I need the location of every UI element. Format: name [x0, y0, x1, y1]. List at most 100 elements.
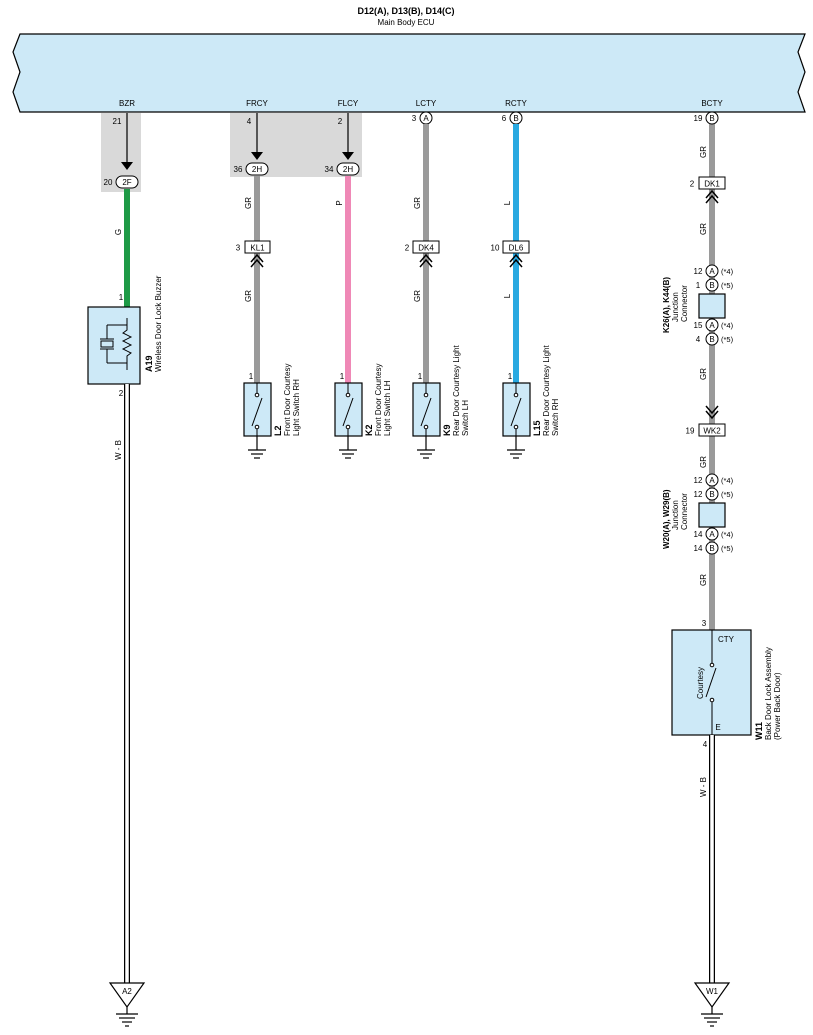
- ecu-connector-label: D12(A), D13(B), D14(C): [357, 6, 454, 16]
- jc-w20-letter: B: [709, 544, 714, 553]
- buzzer-code: A19: [144, 355, 154, 372]
- arrow-down-icon: [121, 162, 133, 170]
- jc-w20-pin-circle: [705, 487, 719, 501]
- ground-a2-icon: [116, 1007, 138, 1027]
- jc-w20-box: [698, 502, 726, 528]
- ground-triangle-a2: [108, 982, 146, 1009]
- wire-label-g: G: [114, 229, 123, 235]
- ground-w1-label: W1: [706, 987, 719, 996]
- jc-k26-pin: 4: [696, 335, 701, 344]
- switch-k2-line1: Front Door Courtesy: [374, 364, 383, 436]
- jc-k26-note: (*5): [721, 281, 734, 290]
- wire-label-bcty-2: GR: [699, 223, 708, 235]
- junction-2h-oval-b: [336, 162, 360, 176]
- jc-w20-pin: 14: [694, 530, 703, 539]
- wire-label-frcy-upper: GR: [244, 197, 253, 209]
- wire-label-wb-left: W - B: [114, 440, 123, 460]
- jc-w20-pin: 14: [694, 544, 703, 553]
- pin-bcty: 19: [694, 114, 703, 123]
- buzzer-name: Wireless Door Lock Buzzer: [154, 275, 163, 372]
- wire-label-bcty-4: GR: [699, 456, 708, 468]
- buzzer-pin-bottom: 2: [119, 389, 124, 398]
- wire-label-bcty-5: GR: [699, 574, 708, 586]
- jc-k26-note: (*5): [721, 335, 734, 344]
- jc-k26-pin-circle: [705, 264, 719, 278]
- wire-label-rcty-lower: L: [503, 293, 512, 298]
- jc-w20-pin: 12: [694, 490, 703, 499]
- jc-k26-note: (*4): [721, 267, 734, 276]
- back-door-pin-bottom: 4: [703, 740, 708, 749]
- jc-w20-line1: Junction: [671, 500, 680, 530]
- pin-lcty-letter: A: [423, 114, 429, 123]
- pin-bcty-circle: [705, 111, 719, 125]
- connector-dk1-pin: 2: [690, 180, 695, 189]
- chevron-up-icon: [705, 189, 719, 204]
- switch-k9-code: K9: [442, 424, 452, 436]
- switch-k2-code: K2: [364, 424, 374, 436]
- ground-w1-icon: [701, 1007, 723, 1027]
- jc-w20-letter: A: [709, 530, 715, 539]
- back-door-switch-icon: [705, 630, 717, 735]
- jc-w20-letter: B: [709, 490, 714, 499]
- jc-k26-letter: A: [709, 321, 715, 330]
- ground-icon: [417, 436, 435, 459]
- jc-k26-pin: 1: [696, 281, 701, 290]
- back-door-line1: Back Door Lock Assembly: [764, 647, 773, 740]
- wire-label-flcy: P: [335, 200, 344, 205]
- switch-k9-icon: [420, 383, 432, 436]
- ground-a2-label: A2: [122, 987, 132, 996]
- connector-dk4-box: [412, 240, 440, 254]
- jc-k26-letter: B: [709, 335, 714, 344]
- arrow-down-icon: [251, 152, 263, 160]
- pin-lcty: 3: [412, 114, 417, 123]
- junction-2f-pin: 20: [104, 178, 113, 187]
- jc-k26-box: [698, 293, 726, 319]
- back-door-line2: (Power Back Door): [773, 672, 782, 740]
- jc-k26-line1: Junction: [671, 292, 680, 322]
- back-door-terminal-bottom: E: [715, 723, 720, 732]
- pin-bcty-letter: B: [709, 114, 714, 123]
- jc-w20-note: (*4): [721, 476, 734, 485]
- ecu-box: [12, 33, 806, 113]
- back-door-terminal-top: CTY: [718, 635, 735, 644]
- jc-w20-letter: A: [709, 476, 715, 485]
- jc-k26-pin: 12: [694, 267, 703, 276]
- buzzer-symbol-icon: [100, 318, 133, 370]
- ecu-terminal-rcty: RCTY: [505, 99, 527, 108]
- connector-dl6-label: DL6: [509, 244, 524, 253]
- jc-w20-note: (*5): [721, 544, 734, 553]
- junction-2h-pin-a: 36: [234, 165, 243, 174]
- connector-dk1-label: DK1: [704, 180, 720, 189]
- pin-bzr: 21: [113, 117, 122, 126]
- back-door-inner-label: Courtesy: [696, 667, 705, 699]
- ecu-terminal-flcy: FLCY: [338, 99, 359, 108]
- switch-l15-icon: [510, 383, 522, 436]
- switch-l2-line2: Light Switch RH: [292, 379, 301, 436]
- ecu-terminal-bzr: BZR: [119, 99, 135, 108]
- switch-l15-line1: Rear Door Courtesy Light: [542, 345, 551, 436]
- connector-dk4-label: DK4: [418, 244, 434, 253]
- connector-dk1-box: [698, 176, 726, 190]
- switch-l2-icon: [251, 383, 263, 436]
- ground-triangle-w1: [693, 982, 731, 1009]
- junction-2h-label-a: 2H: [252, 165, 262, 174]
- junction-2f-label: 2F: [122, 178, 131, 187]
- wire-label-lcty-lower: GR: [413, 290, 422, 302]
- junction-2h-pin-b: 34: [325, 165, 334, 174]
- chevron-up-icon: [509, 253, 523, 268]
- jc-k26-pin: 15: [694, 321, 703, 330]
- switch-l2-line1: Front Door Courtesy: [283, 364, 292, 436]
- wire-label-bcty-3: GR: [699, 368, 708, 380]
- switch-k2-pin: 1: [340, 372, 345, 381]
- ground-icon: [248, 436, 266, 459]
- jc-w20-code: W20(A), W29(B): [662, 489, 671, 549]
- junction-2h-label-b: 2H: [343, 165, 353, 174]
- junction-2f-oval: [115, 175, 139, 189]
- jc-k26-note: (*4): [721, 321, 734, 330]
- connector-kl1-pin: 3: [236, 244, 241, 253]
- wire-label-lcty-upper: GR: [413, 197, 422, 209]
- connector-dk4-pin: 2: [405, 244, 410, 253]
- wire-label-rcty-upper: L: [503, 200, 512, 205]
- connector-wk2-pin: 19: [686, 427, 695, 436]
- connector-dl6-pin: 10: [491, 244, 500, 253]
